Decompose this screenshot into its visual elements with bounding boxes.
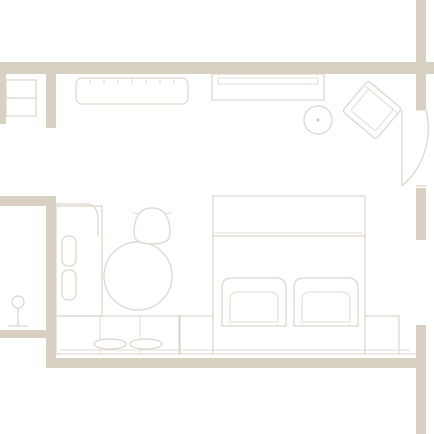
double-bed xyxy=(212,195,366,355)
wardrobe xyxy=(5,79,37,117)
left-wall-upper xyxy=(46,74,56,128)
bottom-wall xyxy=(46,358,416,368)
armchair xyxy=(221,277,287,327)
lounge-chair xyxy=(342,81,402,139)
left-bottom-stub xyxy=(0,330,56,338)
left-wall-lower xyxy=(46,204,56,368)
side-table xyxy=(303,105,333,135)
left-stub-wall xyxy=(0,196,56,206)
built-in-seat xyxy=(55,203,103,317)
door xyxy=(401,109,429,187)
round-table xyxy=(103,241,173,311)
tv xyxy=(211,73,325,101)
dining-chair xyxy=(131,207,173,245)
nightstand xyxy=(178,315,400,355)
floor-lamp xyxy=(8,295,28,327)
top-wall xyxy=(0,62,434,74)
bench xyxy=(75,77,189,105)
left-corridor-wall xyxy=(0,74,6,124)
right-wall-middle xyxy=(416,188,426,240)
right-wall-lower xyxy=(416,325,426,434)
armchair xyxy=(293,277,359,327)
right-wall-upper xyxy=(416,0,426,110)
pillow xyxy=(93,338,163,350)
